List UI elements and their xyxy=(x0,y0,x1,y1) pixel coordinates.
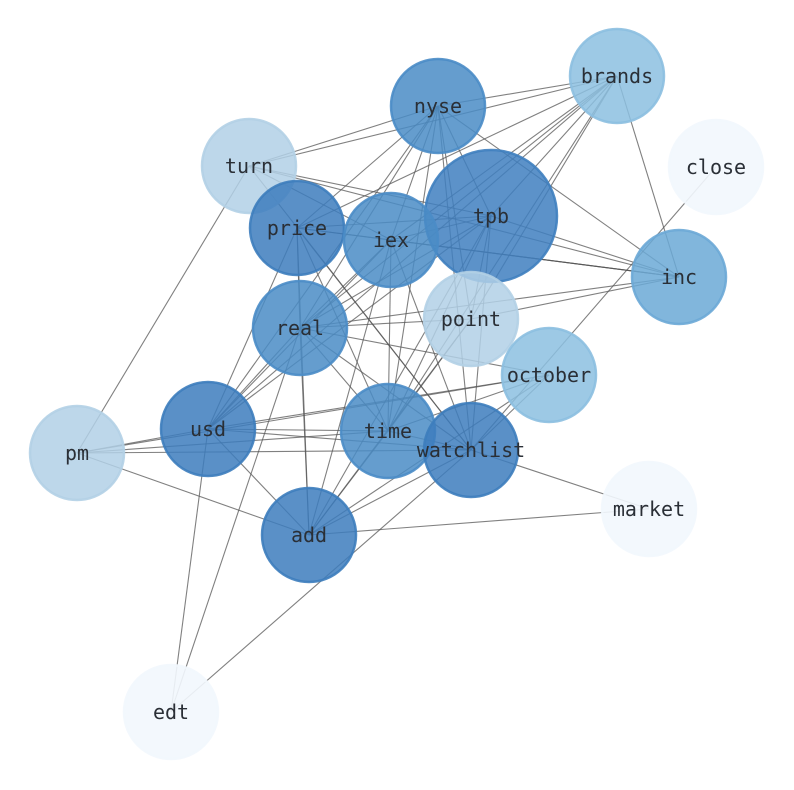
node-label-tpb: tpb xyxy=(473,204,509,228)
edge-pm-october xyxy=(76,374,550,454)
node-label-add: add xyxy=(291,523,327,547)
node-circle-october xyxy=(500,326,598,424)
node-time: time xyxy=(339,382,437,480)
node-circle-iex xyxy=(342,191,440,289)
node-label-iex: iex xyxy=(373,228,409,252)
node-label-point: point xyxy=(441,307,501,331)
node-label-brands: brands xyxy=(581,64,653,88)
node-circle-brands xyxy=(568,27,666,125)
node-circle-real xyxy=(251,279,349,377)
node-circle-close xyxy=(667,118,765,216)
node-circle-edt xyxy=(122,663,220,761)
node-label-market: market xyxy=(613,497,685,521)
node-usd: usd xyxy=(159,380,257,478)
node-circle-market xyxy=(600,460,698,558)
node-layer: tpb nyse brands close turn price iex inc point re… xyxy=(28,27,765,761)
node-label-inc: inc xyxy=(661,265,697,289)
node-label-pm: pm xyxy=(65,441,89,465)
edge-add-market xyxy=(308,508,650,536)
edge-iex-add xyxy=(308,239,392,536)
node-close: close xyxy=(667,118,765,216)
edge-nyse-inc xyxy=(437,105,680,278)
node-circle-inc xyxy=(630,228,728,326)
node-label-october: october xyxy=(507,363,591,387)
node-point: point xyxy=(422,270,520,368)
node-price: price xyxy=(248,179,346,277)
node-circle-point xyxy=(422,270,520,368)
node-watchlist: watchlist xyxy=(417,401,525,499)
node-circle-add xyxy=(260,486,358,584)
node-tpb: tpb xyxy=(423,148,559,284)
node-nyse: nyse xyxy=(389,57,487,155)
node-circle-price xyxy=(248,179,346,277)
node-circle-watchlist xyxy=(422,401,520,499)
node-october: october xyxy=(500,326,598,424)
node-pm: pm xyxy=(28,404,126,502)
node-label-time: time xyxy=(364,419,412,443)
node-market: market xyxy=(600,460,698,558)
edge-turn-pm xyxy=(76,165,250,454)
node-add: add xyxy=(260,486,358,584)
node-iex: iex xyxy=(342,191,440,289)
node-circle-usd xyxy=(159,380,257,478)
node-label-price: price xyxy=(267,216,327,240)
node-brands: brands xyxy=(568,27,666,125)
node-label-turn: turn xyxy=(225,154,273,178)
edge-real-edt xyxy=(170,327,301,713)
node-label-usd: usd xyxy=(190,417,226,441)
node-label-nyse: nyse xyxy=(414,94,462,118)
node-circle-nyse xyxy=(389,57,487,155)
node-inc: inc xyxy=(630,228,728,326)
node-circle-pm xyxy=(28,404,126,502)
node-label-real: real xyxy=(276,316,324,340)
edge-brands-price xyxy=(296,75,618,229)
node-label-close: close xyxy=(686,155,746,179)
node-edt: edt xyxy=(122,663,220,761)
node-label-edt: edt xyxy=(153,700,189,724)
node-label-watchlist: watchlist xyxy=(417,438,525,462)
node-real: real xyxy=(251,279,349,377)
